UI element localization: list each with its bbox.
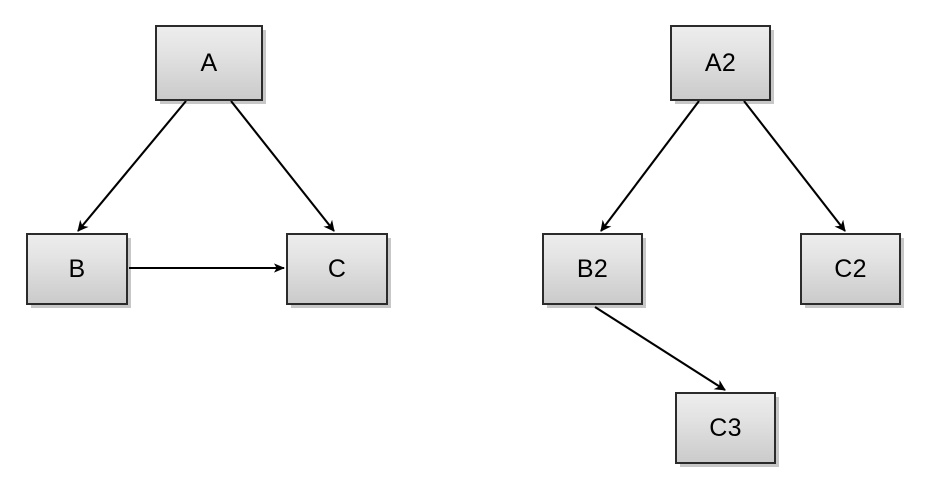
node-label: C2 — [834, 254, 867, 283]
node-label: A — [200, 48, 218, 77]
node-b[interactable]: B — [26, 233, 128, 305]
node-a2[interactable]: A2 — [670, 25, 771, 101]
node-c3[interactable]: C3 — [675, 392, 776, 464]
node-a[interactable]: A — [155, 25, 263, 101]
node-label: A2 — [704, 48, 737, 77]
node-label: B — [68, 254, 86, 283]
edge-a2-to-c2 — [743, 100, 846, 232]
node-label: B2 — [576, 254, 609, 283]
node-b2[interactable]: B2 — [542, 233, 643, 305]
edge-a-to-b — [77, 100, 187, 232]
node-c[interactable]: C — [286, 233, 388, 305]
node-label: C3 — [709, 413, 742, 442]
edge-b2-to-c3 — [594, 306, 726, 391]
node-label: C — [327, 254, 347, 283]
node-c2[interactable]: C2 — [800, 233, 901, 305]
edge-a-to-c — [230, 100, 335, 232]
edge-a2-to-b2 — [600, 100, 700, 232]
